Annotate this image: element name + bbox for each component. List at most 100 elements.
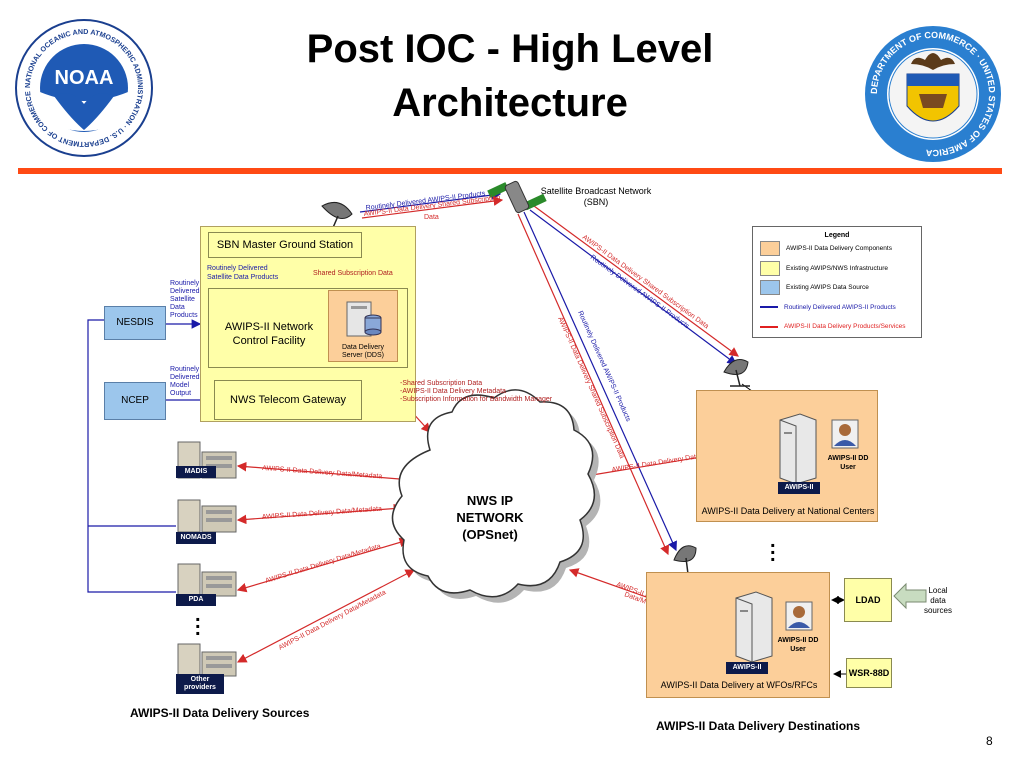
wfo-dd-user-1: AWIPS-II DD	[777, 637, 819, 644]
ncep-box: NCEP	[104, 382, 166, 420]
national-dish-icon	[723, 359, 750, 387]
ncf-label: AWIPS-II Network Control Facility	[222, 320, 316, 348]
legend-line	[760, 306, 778, 309]
pda-server-icon	[177, 563, 237, 597]
national-dd-user-1: AWIPS-II DD	[827, 455, 869, 462]
gateway-note-2: -AWIPS-II Data Delivery Metadata	[400, 388, 506, 395]
wfo-dish-icon	[673, 545, 698, 575]
legend: Legend AWIPS-II Data Delivery Components…	[752, 226, 922, 338]
uplink-red-label-2: Data	[424, 214, 439, 221]
downlink-blue-national	[529, 209, 737, 365]
gateway-note-3: -Subscription Information for Bandwidth …	[400, 396, 553, 403]
local-data-sources-label: Local data sources	[920, 586, 956, 616]
shared-sub-note: Shared Subscription Data	[313, 270, 393, 277]
national-awips-label: AWIPS-II	[778, 482, 820, 494]
wfo-dd-user: AWIPS-II DD User	[772, 636, 824, 654]
diag-shared-national-label: AWIPS-II Data Delivery Shared Subscripti…	[581, 234, 710, 330]
nesdis-note-3: Satellite	[170, 296, 195, 303]
local-data-sources-2: data	[930, 596, 946, 605]
national-dd-user-2: User	[840, 464, 856, 471]
legend-item: Routinely Delivered AWIPS-II Products	[753, 298, 921, 318]
wfo-awips-label: AWIPS-II	[726, 662, 768, 674]
wfo-dd-user-2: User	[790, 646, 806, 653]
nesdis-note-4: Data	[170, 304, 185, 311]
noaa-wordmark: NOAA	[55, 67, 114, 89]
nesdis-box: NESDIS	[104, 306, 166, 340]
other-providers-link	[236, 569, 416, 663]
sbn-label-line1: Satellite Broadcast Network	[540, 186, 652, 196]
legend-title: Legend	[824, 232, 850, 239]
uplink-blue-line	[359, 190, 502, 213]
noaa-logo: NOAA NATIONAL OCEANIC AND ATMOSPHERIC AD…	[15, 19, 153, 157]
nomads-link-label: AWIPS-II Data Delivery Data/Metadata	[262, 506, 383, 521]
legend-item: AWIPS-II Data Delivery Components	[753, 239, 921, 259]
national-dd-user: AWIPS-II DD User	[822, 454, 874, 472]
nesdis-note-1: Routinely	[170, 280, 200, 287]
doc-seal: DEPARTMENT OF COMMERCE · UNITED STATES O…	[865, 26, 1001, 162]
ncep-note-2: Delivered	[170, 374, 200, 381]
legend-item: Existing AWIPS/NWS Infrastructure	[753, 259, 921, 279]
ncep-note-4: Output	[170, 390, 192, 397]
legend-item: Existing AWIPS Data Source	[753, 278, 921, 298]
legend-swatch	[760, 241, 780, 257]
destinations-more-dots: ...	[770, 530, 776, 566]
pda-link-label: AWIPS-II Data Delivery Data/Metadata	[265, 543, 382, 585]
diag-routine-national-label: Routinely Delivered AWIPS-II Products	[589, 254, 691, 331]
local-sources-arrow	[893, 582, 927, 610]
sat-products-note-line2: Satellite Data Products	[207, 274, 279, 281]
network-label-1: NWS IP	[467, 493, 514, 508]
madis-link	[236, 461, 414, 485]
legend-item-label: AWIPS-II Data Delivery Components	[786, 245, 892, 253]
local-data-sources-1: Local	[928, 586, 948, 595]
sbn-master-ground-station: SBN Master Ground Station	[208, 232, 362, 258]
legend-item-label: AWIPS-II Data Delivery Products/Services	[784, 323, 906, 331]
dds-label: Data Delivery Server (DDS)	[332, 344, 394, 360]
downlink-blue-wfo	[523, 211, 677, 552]
nesdis-note-5: Products	[170, 312, 198, 319]
other-link-label: AWIPS-II Data Delivery Data/Metadata	[278, 589, 388, 652]
sat-products-note-line1: Routinely Delivered	[207, 265, 268, 272]
nws-telecom-gateway: NWS Telecom Gateway	[214, 380, 362, 420]
nomads-label: NOMADS	[176, 532, 216, 544]
gateway-note-1: -Shared Subscription Data	[400, 380, 483, 387]
sources-section-label: AWIPS-II Data Delivery Sources	[130, 706, 310, 720]
providers-more-dots: ...	[195, 604, 201, 640]
nomads-link	[236, 503, 404, 525]
destinations-section-label: AWIPS-II Data Delivery Destinations	[656, 719, 861, 733]
pda-label: PDA	[176, 594, 216, 606]
sbn-label: Satellite Broadcast Network (SBN)	[528, 186, 664, 208]
legend-item-label: Existing AWIPS/NWS Infrastructure	[786, 264, 888, 272]
network-label-2: NETWORK	[456, 510, 524, 525]
sat-products-note: Routinely Delivered Satellite Data Produ…	[207, 264, 278, 282]
network-label-3: (OPSnet)	[462, 527, 518, 542]
satellite-icon	[487, 180, 547, 214]
nesdis-note: Routinely Delivered Satellite Data Produ…	[170, 280, 200, 320]
other-providers-label-2: providers	[184, 684, 216, 691]
sbn-label-line2: (SBN)	[583, 197, 609, 207]
nesdis-provider-bus	[87, 319, 176, 593]
ncep-note-1: Routinely	[170, 366, 200, 373]
ncf-label-line1: AWIPS-II Network	[224, 321, 314, 333]
network-cloud	[391, 389, 596, 598]
nomads-server-icon	[177, 499, 237, 533]
dds-server-icon	[346, 301, 382, 337]
ldad-box: LDAD	[844, 578, 892, 622]
legend-item: AWIPS-II Data Delivery Products/Services	[753, 317, 921, 337]
slide-title-line1: Post IOC - High Level	[306, 27, 714, 71]
downlink-red-wfo	[517, 213, 670, 556]
legend-item-label: Routinely Delivered AWIPS-II Products	[784, 303, 896, 311]
slide-title-line2: Architecture	[392, 81, 628, 125]
ncep-note: Routinely Delivered Model Output	[170, 366, 200, 398]
legend-swatch	[760, 260, 780, 276]
wfo-server-icon	[735, 591, 813, 662]
nesdis-note-2: Delivered	[170, 288, 200, 295]
other-providers-server-icon	[177, 643, 237, 677]
legend-swatch	[760, 280, 780, 296]
madis-link-label: AWIPS-II Data Delivery Data/Metadata	[262, 465, 383, 480]
wfo-label: AWIPS-II Data Delivery at WFOs/RFCs	[660, 680, 818, 690]
title-divider	[18, 168, 1002, 174]
other-providers-label: Other providers	[176, 674, 224, 694]
ncf-label-line2: Control Facility	[232, 335, 306, 347]
